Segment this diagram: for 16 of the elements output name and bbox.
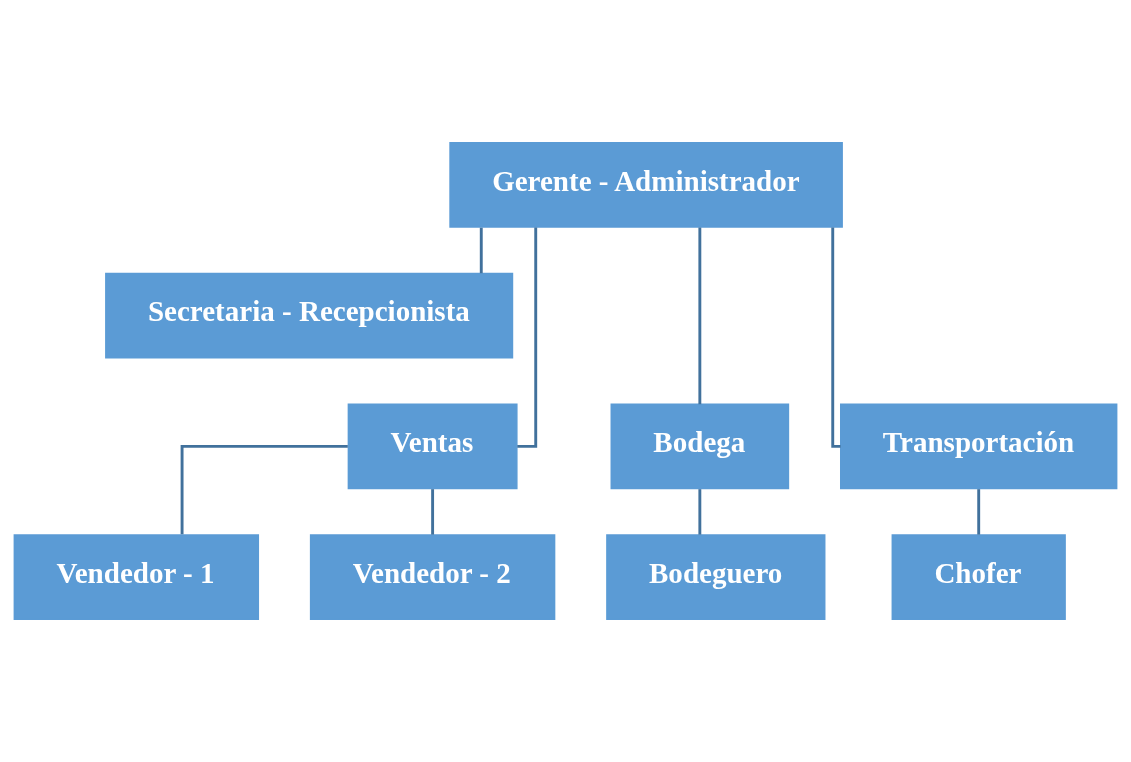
connector [180,444,348,535]
node-box: Transportación [840,403,1118,490]
connector [698,489,702,535]
connector [431,489,435,535]
connector [831,227,841,448]
node-box: Bodeguero [606,534,826,620]
node-box: Bodega [610,403,790,490]
node-box: Chofer [891,534,1066,620]
node-box: Secretaria - Recepcionista [105,272,514,359]
node-box: Ventas [347,403,518,490]
node-box: Gerente - Administrador [449,142,843,228]
connector [977,489,981,535]
node-box: Vendedor - 2 [309,534,556,620]
node-box: Vendedor - 1 [13,534,260,620]
connector [479,227,483,274]
connector [698,227,702,405]
